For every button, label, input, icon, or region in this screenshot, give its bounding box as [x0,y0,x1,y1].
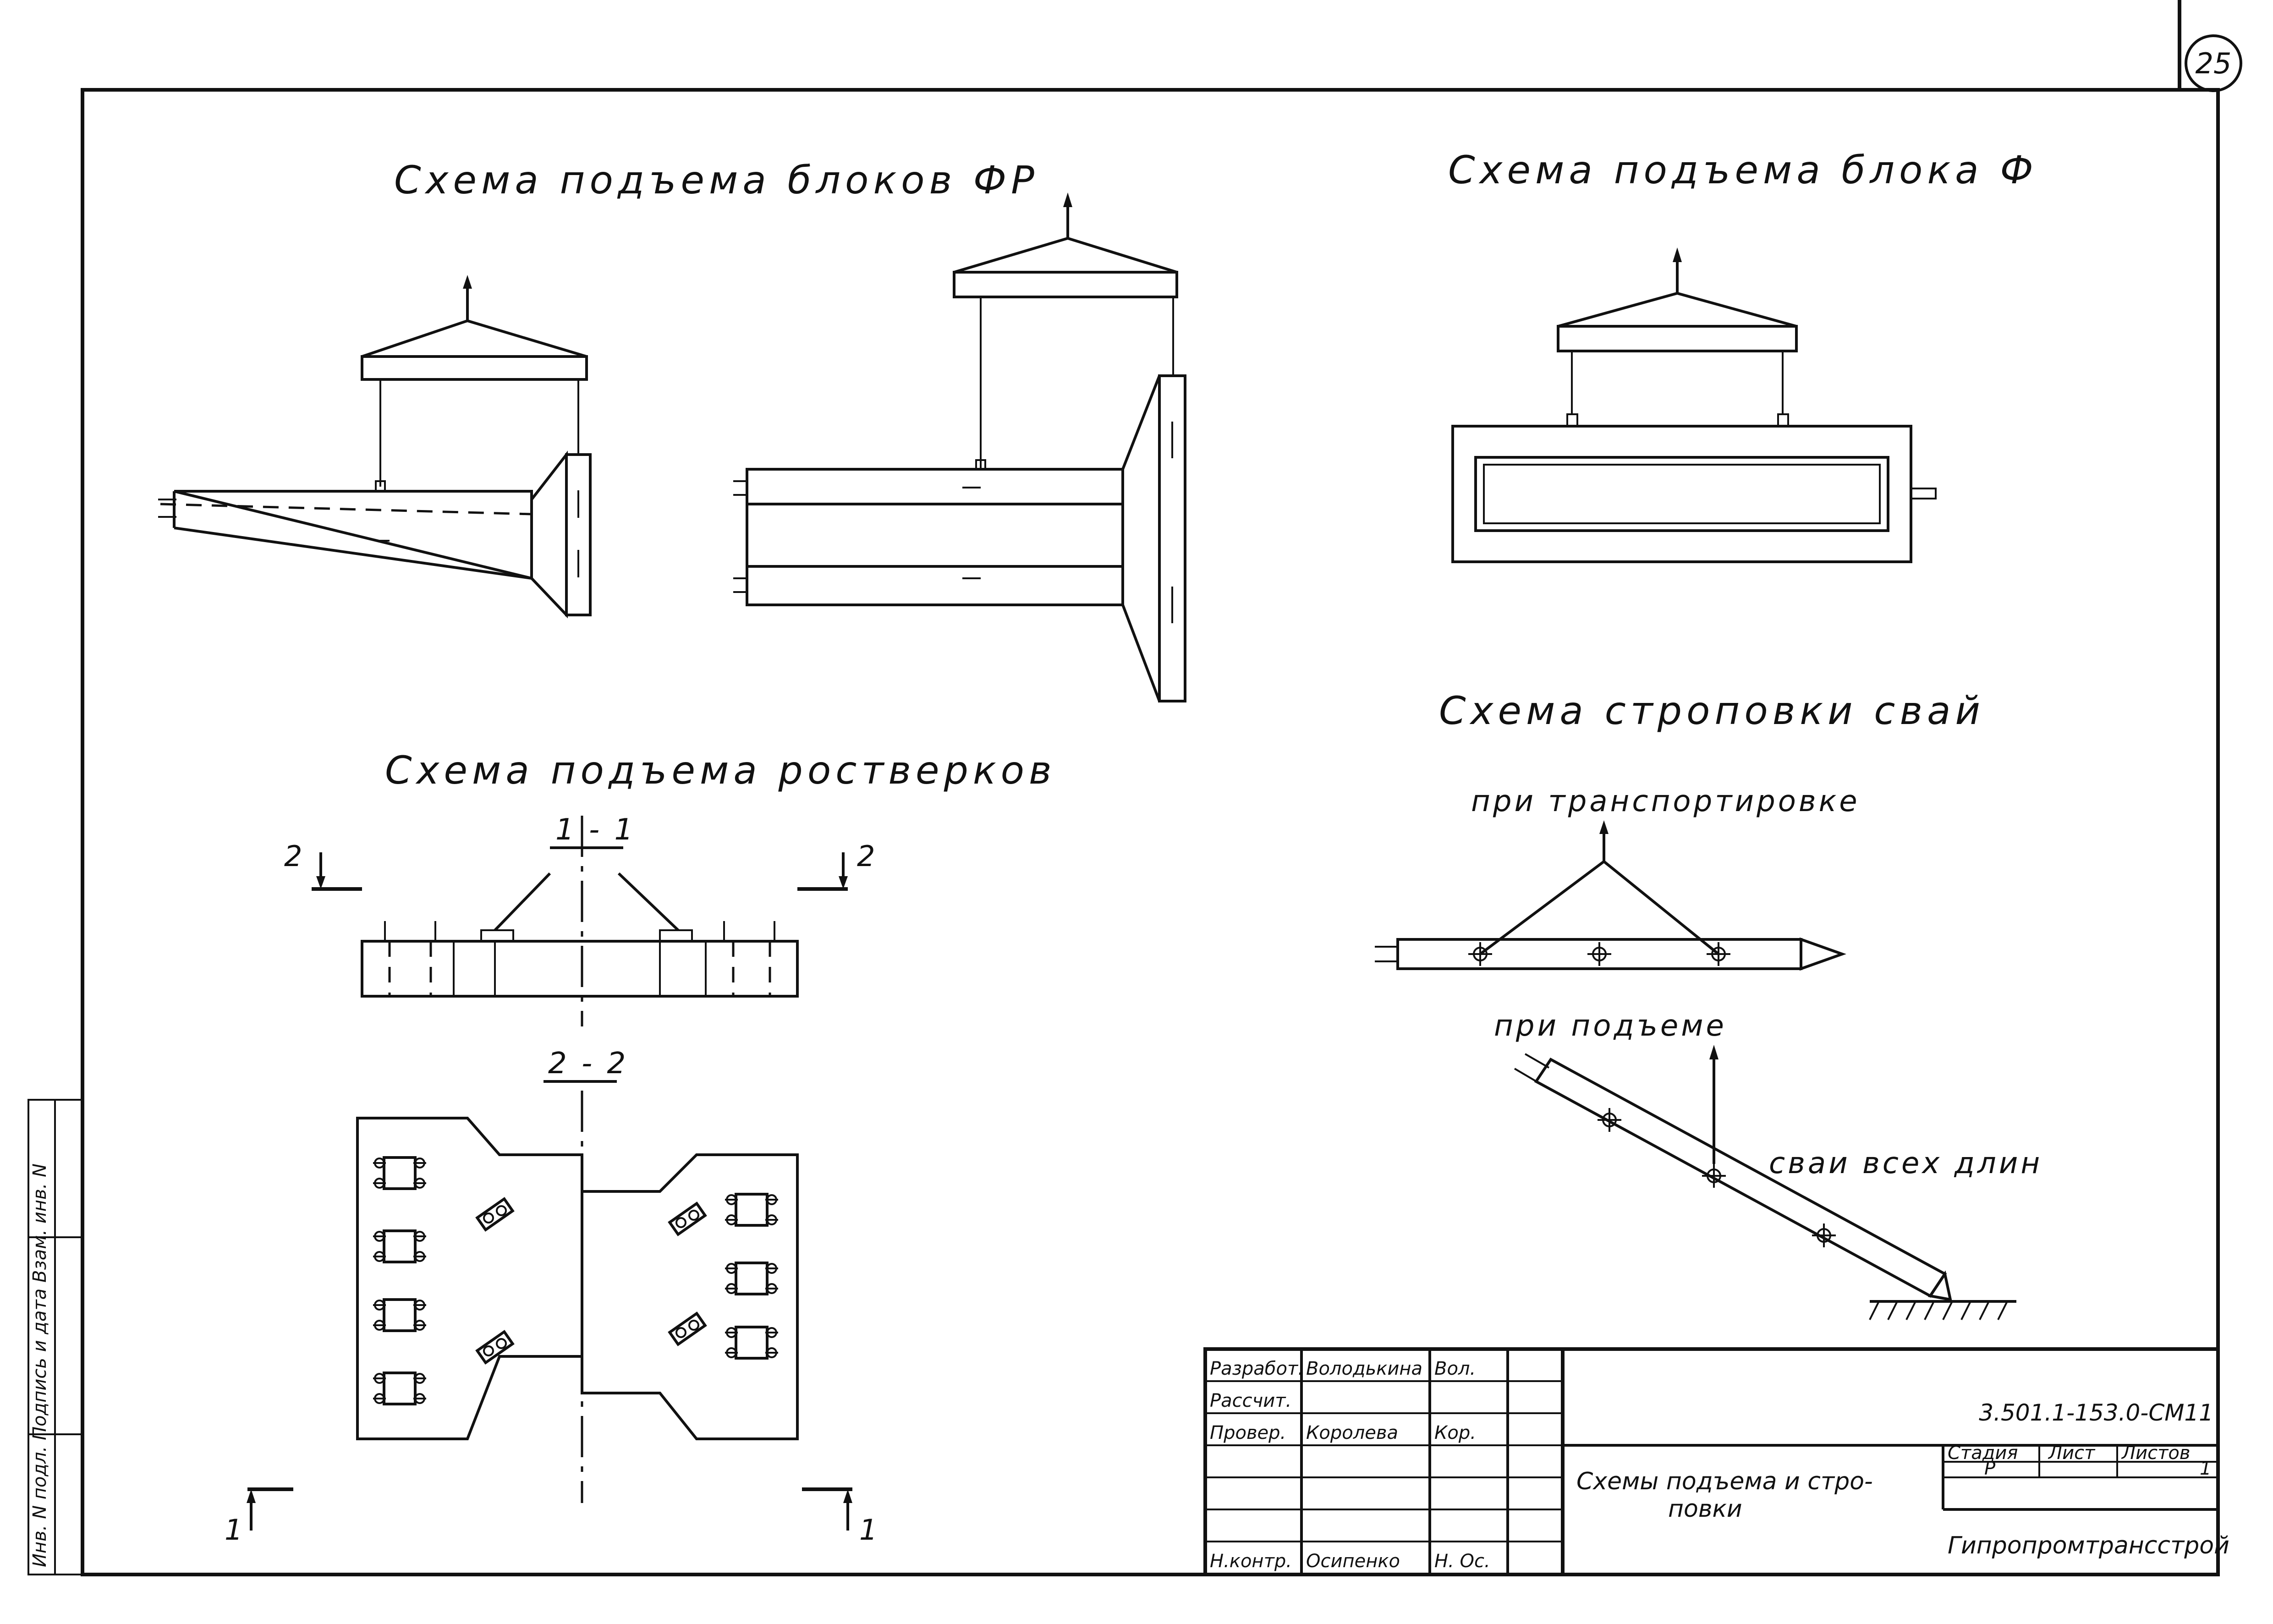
title-grillage: Схема подъема ростверков [385,748,1056,793]
traverse [954,236,1177,274]
note-transport: при транспортировке [1471,785,1860,818]
note-all-lengths: сваи всех длин [1769,1147,2042,1180]
sheet-number-circle [2185,34,2242,92]
section-mark-2-right: 2 [857,839,875,873]
tb-name-2: Королева [1306,1422,1398,1443]
section-mark-2-left: 2 [284,839,302,873]
tb-sheets-value: 1 [2200,1458,2211,1479]
drawing-frame: 25 [81,0,2242,1576]
title-fr-blocks: Схема подъема блоков ФР [394,158,1039,203]
tb-sheet-title-2: повки [1668,1495,1742,1523]
pile-transport: при транспортировке [1375,785,1860,971]
section-mark-1-left: 1 [225,1513,242,1547]
grillage-body [361,940,799,998]
tb-stage-value: Р [1984,1458,1996,1479]
sling-left [494,872,551,932]
margin-stamp-text: Инв. N подл. Подпись и дата Взам. инв. N [29,1163,50,1567]
tb-role-1: Рассчит. [1210,1390,1291,1411]
title-pile-slinging: Схема строповки свай [1439,688,1985,733]
tb-stage-header: Стадия [1948,1443,2018,1464]
fr-block-small [158,275,592,619]
margin-stamp: Инв. N подл. Подпись и дата Взам. инв. N [27,1099,83,1575]
traverse [362,319,587,358]
section-label-2-2: 2 - 2 [548,1047,628,1081]
grillage-plan-right [581,1153,799,1440]
tb-role-0: Разработ. [1210,1358,1304,1379]
tb-organization: Гипропромтрансстрой [1948,1532,2229,1559]
tb-role-2: Провер. [1210,1422,1286,1443]
section-label-1-1: 1 - 1 [555,813,636,847]
section-mark-1-right: 1 [859,1513,877,1547]
title-block: Разработ. Володькина Вол. Рассчит. Прове… [1203,1347,2229,1576]
tb-name-0: Володькина [1306,1358,1422,1379]
grillage-plan-left [356,1117,583,1440]
tb-sign-0: Вол. [1434,1358,1476,1379]
tb-name-6: Осипенко [1306,1551,1400,1572]
grillage-section-2-2: 2 - 2 1 1 [225,1047,877,1547]
slab-end [530,450,568,619]
tb-sign-2: Кор. [1434,1422,1476,1443]
fr-block-large [733,192,1186,702]
grillage-section-1-1: 1 - 1 2 2 [284,813,875,1026]
f-block [1451,247,1937,563]
tb-sheet-title-1: Схемы подъема и стро- [1576,1468,1873,1495]
pile-lifting: при подъеме сваи всех длин [1494,1009,2042,1320]
sheet-number: 25 [2196,47,2232,80]
beam-upper [746,468,1124,606]
sling-right [617,872,680,932]
slab-end [1121,375,1161,702]
tb-sign-6: Н. Ос. [1434,1551,1490,1572]
tb-sheets-header: Листов [2121,1443,2190,1464]
traverse [1558,291,1797,328]
tb-sheet-header: Лист [2048,1443,2096,1464]
note-lifting: при подъеме [1494,1009,1727,1043]
tb-role-6: Н.контр. [1210,1551,1292,1572]
title-f-block: Схема подъема блока Ф [1448,148,2038,192]
f-block-frame [1451,425,1912,563]
tb-doc-code: 3.501.1-153.0-СМ11 [1979,1399,2213,1426]
